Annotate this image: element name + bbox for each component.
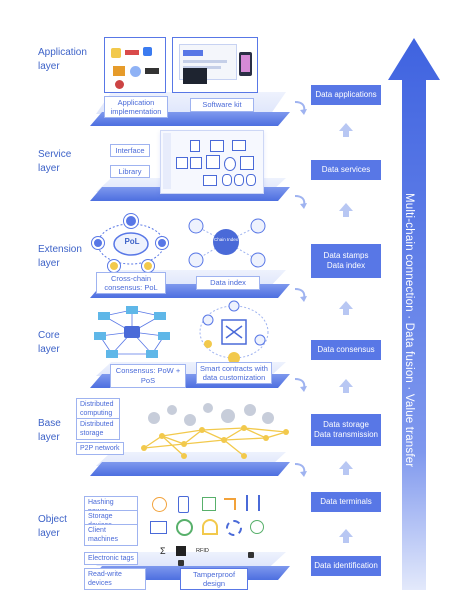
curve-arrow-icon [294, 288, 307, 302]
globe-icon [250, 520, 264, 534]
share-icon [224, 498, 236, 510]
curve-arrow-icon [294, 195, 307, 209]
screen-content [183, 60, 227, 63]
p2p-network-diagram [141, 403, 289, 459]
wifi-icon [176, 519, 193, 536]
lock-icon [178, 560, 184, 566]
big-up-arrow [388, 38, 440, 590]
software-kit-label: Software kit [190, 98, 254, 112]
data-services-box: Data services [311, 160, 381, 180]
monitor-icon [203, 175, 217, 186]
database-icon [246, 174, 256, 186]
base-slab [90, 462, 290, 476]
smart-contract-diagram [199, 300, 269, 364]
antenna-icon [202, 519, 218, 535]
object-plane [96, 552, 286, 566]
server-icon [190, 157, 202, 169]
logo-icon [145, 68, 159, 74]
electronic-tags-label: Electronic tags [84, 552, 138, 565]
chip-icon [206, 155, 220, 169]
chain-index-diagram [188, 218, 266, 268]
pol-label: PoL [124, 237, 140, 246]
application-logos-card [104, 37, 166, 93]
up-arrow-icon [339, 123, 353, 137]
dna-icon [246, 495, 260, 511]
server-icon [176, 157, 188, 169]
logo-icon [130, 66, 141, 77]
read-write-devices-label: Read-write devices [84, 568, 146, 590]
up-arrow-icon [339, 379, 353, 393]
blockchain-node-icon [156, 237, 168, 249]
database-icon [234, 174, 244, 186]
blockchain-node-icon [108, 260, 120, 272]
curve-arrow-icon [294, 378, 307, 392]
logo-icon [113, 66, 125, 76]
globe-icon [152, 497, 167, 512]
phone-icon [178, 496, 189, 513]
phone-screen [241, 55, 250, 72]
qr-icon [202, 497, 216, 511]
logo-icon [125, 50, 139, 55]
up-arrow-icon [339, 529, 353, 543]
blockchain-node-icon [92, 237, 104, 249]
database-icon [224, 157, 236, 171]
consensus-pow-pos-label: Consensus: PoW + PoS [110, 364, 186, 388]
blockchain-node-icon [124, 214, 138, 228]
data-terminals-box: Data terminals [311, 492, 381, 512]
logo-icon [143, 47, 152, 56]
lock-icon [248, 552, 254, 558]
screen-content [183, 66, 221, 69]
database-icon [222, 174, 232, 186]
library-label: Library [110, 165, 150, 178]
monitor-icon [150, 521, 167, 534]
interface-label: Interface [110, 144, 150, 157]
gear-icon [226, 520, 242, 536]
service-panel-sidebar [163, 133, 171, 189]
data-consensus-box: Data consensus [311, 340, 381, 360]
curve-arrow-icon [294, 101, 307, 115]
list-icon [240, 156, 254, 170]
up-arrow-icon [339, 203, 353, 217]
logo-icon [111, 48, 121, 58]
dark-monitor-icon [183, 68, 207, 84]
tamperproof-design-label: Tamperproof design [180, 568, 248, 590]
up-arrow-icon [339, 301, 353, 315]
document-icon [210, 140, 224, 152]
software-kit-screens-card [172, 37, 258, 93]
document-icon [190, 140, 200, 152]
client-machines-label: Client machines [84, 524, 138, 546]
device-icon [176, 546, 186, 556]
logo-icon [115, 80, 124, 89]
big-arrow-label: Multi-chain connection · Data fusion · V… [403, 192, 415, 468]
p2p-network-label: P2P network [76, 442, 124, 455]
data-applications-box: Data applications [311, 85, 381, 105]
monitor-icon [232, 140, 246, 151]
blockchain-node-icon [142, 260, 154, 272]
data-identification-box: Data identification [311, 556, 381, 576]
screen-content [183, 50, 203, 56]
curve-arrow-icon [294, 463, 307, 477]
sigma-icon: Σ [160, 546, 166, 556]
up-arrow-icon [339, 461, 353, 475]
consensus-network-diagram [94, 306, 170, 358]
chain-index-label: Chain Index [213, 237, 239, 242]
rfid-label: RFID [196, 548, 209, 554]
data-index-label: Data index [196, 276, 260, 290]
